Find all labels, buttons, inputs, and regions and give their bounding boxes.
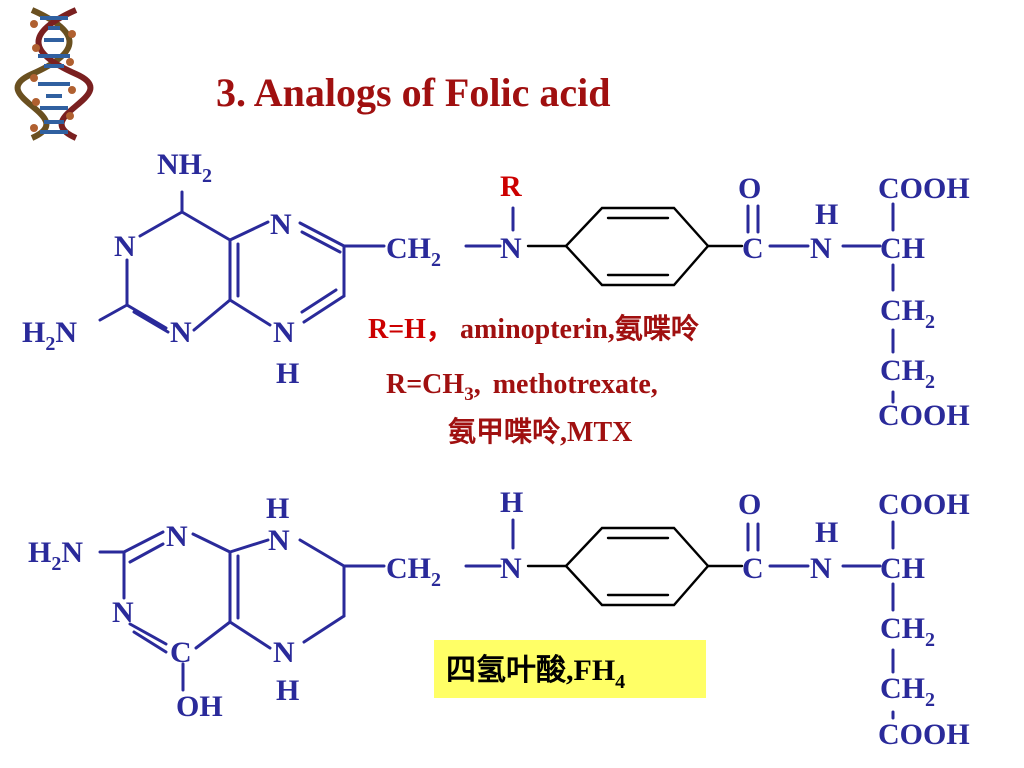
atom-oh: OH (176, 690, 223, 723)
atom-h10: H (500, 486, 523, 519)
atom-ch-alpha: CH (880, 232, 925, 265)
atom-h-amide: H (815, 516, 838, 549)
atom-ch2-beta: CH2 (880, 612, 935, 651)
atom-n3: N (112, 596, 134, 629)
atom-h8: H (276, 357, 299, 390)
atom-h-amide: H (815, 198, 838, 231)
atom-ch-alpha: CH (880, 552, 925, 585)
atom-n3: N (170, 316, 192, 349)
atom-ch2: CH2 (386, 552, 441, 591)
atom-h2n: H2N (28, 536, 83, 575)
atom-cooh-alpha: COOH (878, 488, 970, 521)
atom-n10: N (500, 552, 522, 585)
atom-o: O (738, 172, 761, 205)
methotrexate-caption: R=CH3,methotrexate, (386, 369, 658, 405)
atom-nh2-top: NH2 (157, 148, 212, 187)
atom-h2n: H2N (22, 316, 77, 355)
atom-cooh-gamma: COOH (878, 718, 970, 751)
atom-c4: C (170, 636, 192, 669)
structure-1: NH2 N N N N H H2N CH2 N R (22, 148, 970, 448)
structure-2: H N N H2N N C OH N H CH2 N H (28, 486, 970, 751)
atom-cooh-gamma: COOH (878, 399, 970, 432)
r-group: R (500, 170, 522, 203)
atom-n8: N (273, 636, 295, 669)
atom-ch2-gamma: CH2 (880, 354, 935, 393)
atom-n-amide: N (810, 552, 832, 585)
atom-n10: N (500, 232, 522, 265)
atom-c-carbonyl: C (742, 232, 764, 265)
atom-ch2-beta: CH2 (880, 294, 935, 333)
atom-c-carbonyl: C (742, 552, 764, 585)
aminopterin-caption: R=H，aminopterin,氨喋呤 (368, 312, 700, 345)
atom-ch2: CH2 (386, 232, 441, 271)
atom-o: O (738, 488, 761, 521)
methotrexate-caption-cn: 氨甲喋呤,MTX (448, 415, 632, 448)
page-title: 3. Analogs of Folic acid (216, 70, 610, 115)
atom-n5: N (270, 208, 292, 241)
atom-n8: N (273, 316, 295, 349)
fh4-highlight-box (434, 640, 706, 698)
atom-h8: H (276, 674, 299, 707)
atom-ch2-gamma: CH2 (880, 672, 935, 711)
atom-cooh-alpha: COOH (878, 172, 970, 205)
atom-h5-top: H (266, 492, 289, 525)
dna-helix-icon (14, 7, 94, 141)
atom-n1: N (114, 230, 136, 263)
fh4-caption: 四氢叶酸,FH4 (446, 654, 625, 693)
atom-n-amide: N (810, 232, 832, 265)
atom-n5: N (268, 524, 290, 557)
atom-n1: N (166, 520, 188, 553)
